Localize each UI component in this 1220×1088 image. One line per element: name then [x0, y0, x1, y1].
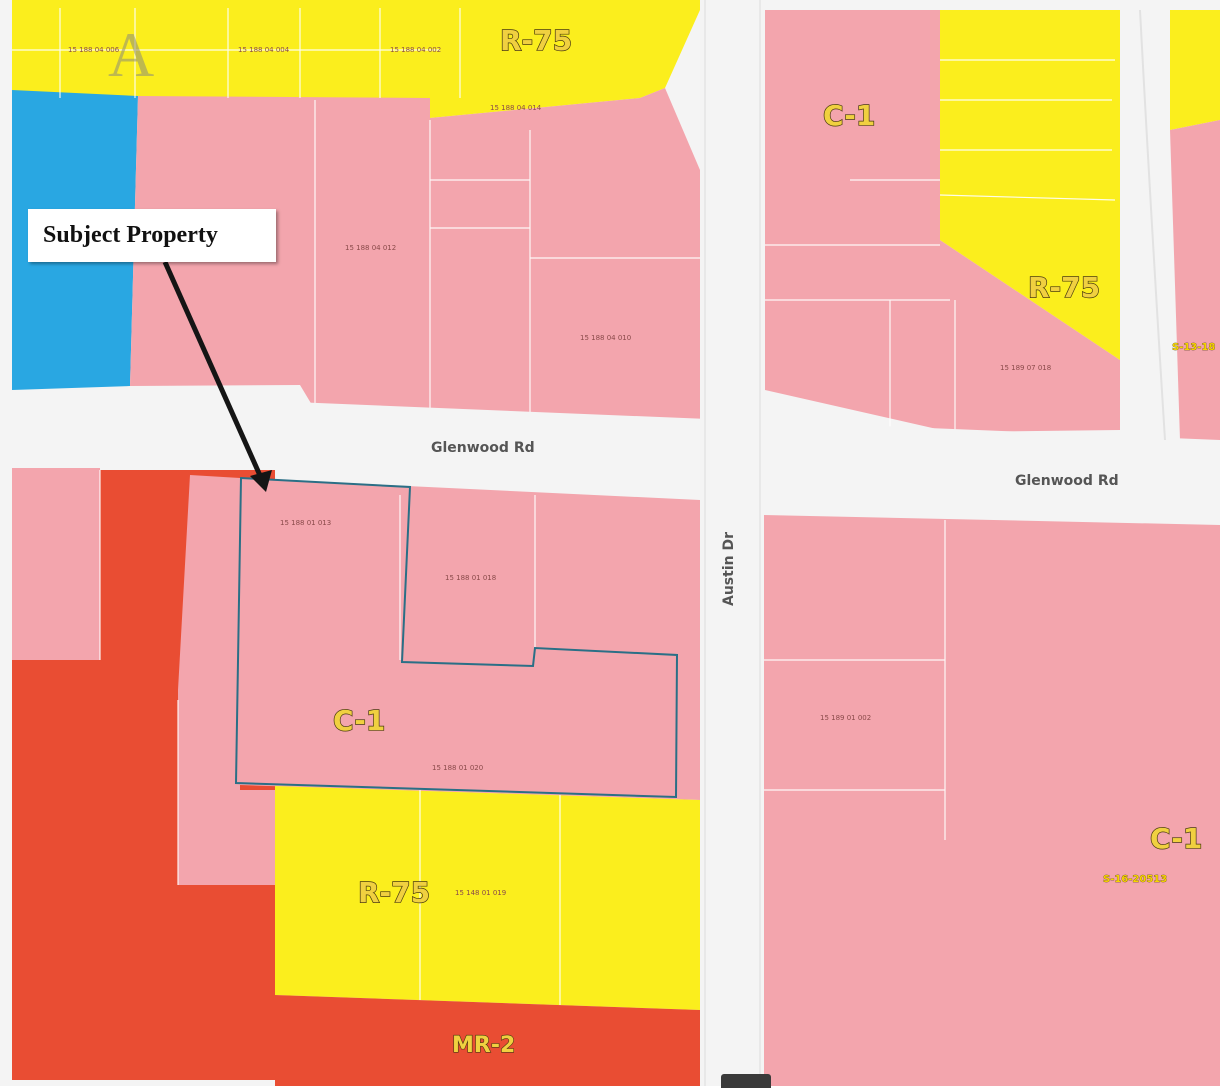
subject-property-callout: Subject Property	[28, 209, 276, 262]
svg-text:15 189 07 018: 15 189 07 018	[1000, 364, 1051, 372]
svg-text:15 188 01 018: 15 188 01 018	[445, 574, 496, 582]
c1-parcels-southeast	[764, 515, 1220, 1086]
zone-label-c1-upper-right: C-1	[823, 99, 875, 132]
svg-text:15 188 04 004: 15 188 04 004	[238, 46, 290, 54]
road-label-austin: Austin Dr	[721, 532, 737, 606]
r75-parcels-south	[275, 786, 700, 1010]
svg-text:15 188 04 006: 15 188 04 006	[68, 46, 120, 54]
lot-lines-north	[12, 8, 700, 420]
lot-lines-northeast	[765, 59, 1116, 430]
svg-text:15 188 01 020: 15 188 01 020	[432, 764, 483, 772]
road-label-glenwood-east: Glenwood Rd	[1015, 473, 1119, 489]
side-street	[1139, 9, 1166, 441]
case-number-far-right: S-13-18	[1172, 342, 1215, 353]
lot-lines-southeast	[764, 520, 946, 840]
parcel-annotations: 15 188 04 006 15 188 04 004 15 188 04 002…	[68, 46, 1051, 897]
c1-parcels-far-east	[1170, 120, 1220, 440]
svg-text:15 148 01 019: 15 148 01 019	[455, 889, 506, 897]
zone-label-c1-subject: C-1	[333, 704, 385, 737]
c1-parcel-west-edge	[12, 468, 100, 660]
svg-text:15 188 01 013: 15 188 01 013	[280, 519, 331, 527]
glenwood-road-surface	[0, 390, 1220, 520]
subject-parcel-boundary	[234, 476, 679, 799]
r75-parcels-far-east	[1170, 10, 1220, 130]
c1-parcels-north-block	[130, 88, 700, 425]
c1-subject-block	[240, 478, 700, 800]
mr2-parcels-south	[275, 995, 700, 1086]
zone-label-r75-upper-right: R-75	[1028, 271, 1100, 304]
north-arrow-icon: A	[108, 19, 155, 90]
svg-text:15 188 04 014: 15 188 04 014	[490, 104, 542, 112]
svg-text:15 188 04 010: 15 188 04 010	[580, 334, 631, 342]
zone-label-r75-south: R-75	[358, 876, 430, 909]
callout-arrow	[162, 260, 272, 492]
r75-parcels-north-strip	[12, 0, 700, 118]
c1-parcels-west-strip	[178, 475, 275, 885]
zone-label-c1-east: C-1	[1150, 822, 1202, 855]
zone-label-r75-top: R-75	[500, 24, 572, 57]
c1-parcels-northeast	[765, 10, 1120, 432]
svg-text:15 188 04 002: 15 188 04 002	[390, 46, 441, 54]
r75-parcels-northeast	[940, 10, 1120, 360]
zone-label-mr2-south: MR-2	[452, 1033, 515, 1058]
map-nav-chip[interactable]	[721, 1074, 771, 1088]
case-number-east-block: S-16-20513	[1103, 874, 1167, 885]
lot-lines-south	[99, 470, 561, 1005]
austin-drive-surface	[700, 0, 764, 1086]
svg-text:15 189 01 002: 15 189 01 002	[820, 714, 871, 722]
svg-text:15 188 04 012: 15 188 04 012	[345, 244, 396, 252]
road-label-glenwood-west: Glenwood Rd	[431, 440, 535, 456]
